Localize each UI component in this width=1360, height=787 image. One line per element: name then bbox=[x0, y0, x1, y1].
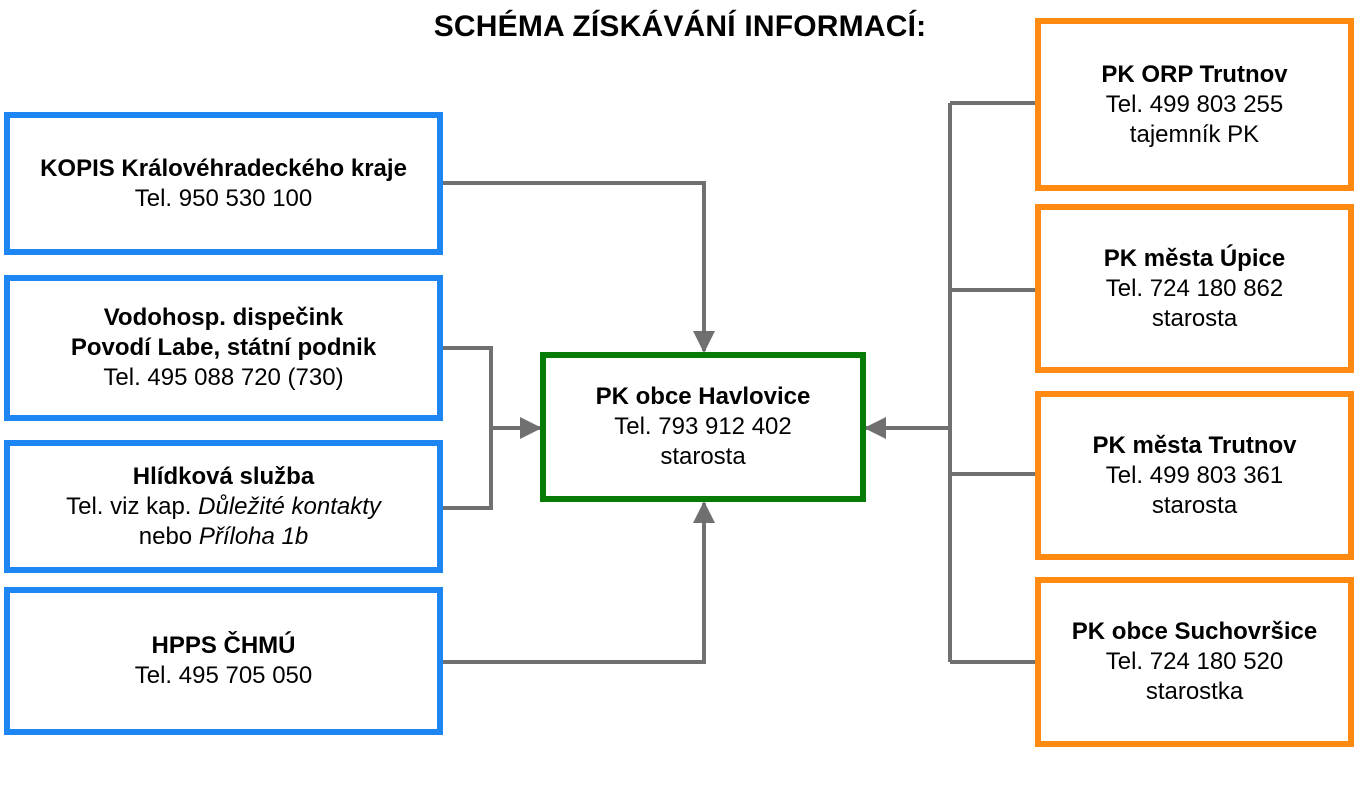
center-box-havlovice: PK obce Havlovice Tel. 793 912 402 staro… bbox=[540, 352, 866, 502]
neighbor-box-trutnov: PK města Trutnov Tel. 499 803 361 staros… bbox=[1035, 391, 1354, 560]
center-name: PK obce Havlovice bbox=[595, 383, 811, 410]
source-box-hpps: HPPS ČHMÚ Tel. 495 705 050 bbox=[4, 587, 443, 735]
source-name-line1: Vodohosp. dispečink bbox=[103, 304, 344, 331]
diagram-title: SCHÉMA ZÍSKÁVÁNÍ INFORMACÍ: bbox=[433, 10, 927, 43]
neighbor-role: starostka bbox=[1145, 678, 1244, 705]
appendix-ref: Příloha 1b bbox=[198, 522, 309, 550]
source-name: KOPIS Královéhradeckého kraje bbox=[40, 154, 407, 182]
source-phone: Tel. 950 530 100 bbox=[134, 184, 313, 212]
source-name: HPPS ČHMÚ bbox=[151, 632, 296, 659]
center-phone: Tel. 793 912 402 bbox=[614, 413, 792, 440]
contacts-chapter-ref: Důležité kontakty bbox=[198, 492, 381, 520]
neighbor-phone: Tel. 724 180 862 bbox=[1105, 274, 1284, 302]
source-phone: Tel. 495 705 050 bbox=[134, 662, 313, 689]
neighbor-phone: Tel. 499 803 255 bbox=[1105, 90, 1284, 118]
neighbor-name: PK ORP Trutnov bbox=[1101, 60, 1288, 88]
source-box-hlidkova-sluzba: Hlídková služba Tel. viz kap. Důležité k… bbox=[4, 440, 443, 573]
neighbor-phone: Tel. 499 803 361 bbox=[1105, 461, 1284, 489]
source-box-dispecink: Vodohosp. dispečink Povodí Labe, státní … bbox=[4, 275, 443, 421]
source-name-line2: Povodí Labe, státní podnik bbox=[70, 334, 377, 361]
neighbor-box-upice: PK města Úpice Tel. 724 180 862 starosta bbox=[1035, 204, 1354, 373]
neighbor-name: PK obce Suchovršice bbox=[1071, 618, 1318, 645]
neighbor-role: tajemník PK bbox=[1129, 120, 1260, 148]
source-name: Hlídková služba bbox=[132, 462, 315, 490]
connector-hpps-to-center bbox=[441, 501, 715, 664]
source-alt-ref: nebo Příloha 1b bbox=[139, 522, 308, 552]
source-box-kopis: KOPIS Královéhradeckého kraje Tel. 950 5… bbox=[4, 112, 443, 255]
source-phone-ref: Tel. viz kap. Důležité kontakty bbox=[66, 492, 381, 522]
neighbor-box-orp-trutnov: PK ORP Trutnov Tel. 499 803 255 tajemník… bbox=[1035, 18, 1354, 191]
alt-prefix: nebo bbox=[138, 522, 199, 550]
neighbor-name: PK města Úpice bbox=[1103, 244, 1286, 272]
neighbor-role: starosta bbox=[1151, 491, 1238, 519]
neighbor-name: PK města Trutnov bbox=[1092, 431, 1297, 459]
neighbor-phone: Tel. 724 180 520 bbox=[1105, 648, 1284, 675]
phone-prefix: Tel. viz kap. bbox=[66, 492, 199, 520]
neighbor-box-suchovrsice: PK obce Suchovršice Tel. 724 180 520 sta… bbox=[1035, 577, 1354, 747]
source-phone: Tel. 495 088 720 (730) bbox=[103, 364, 344, 391]
connector-dispecink-bracket bbox=[441, 346, 493, 510]
center-role: starosta bbox=[660, 443, 746, 470]
neighbor-role: starosta bbox=[1151, 304, 1238, 332]
connector-kopis-to-center bbox=[441, 181, 715, 353]
